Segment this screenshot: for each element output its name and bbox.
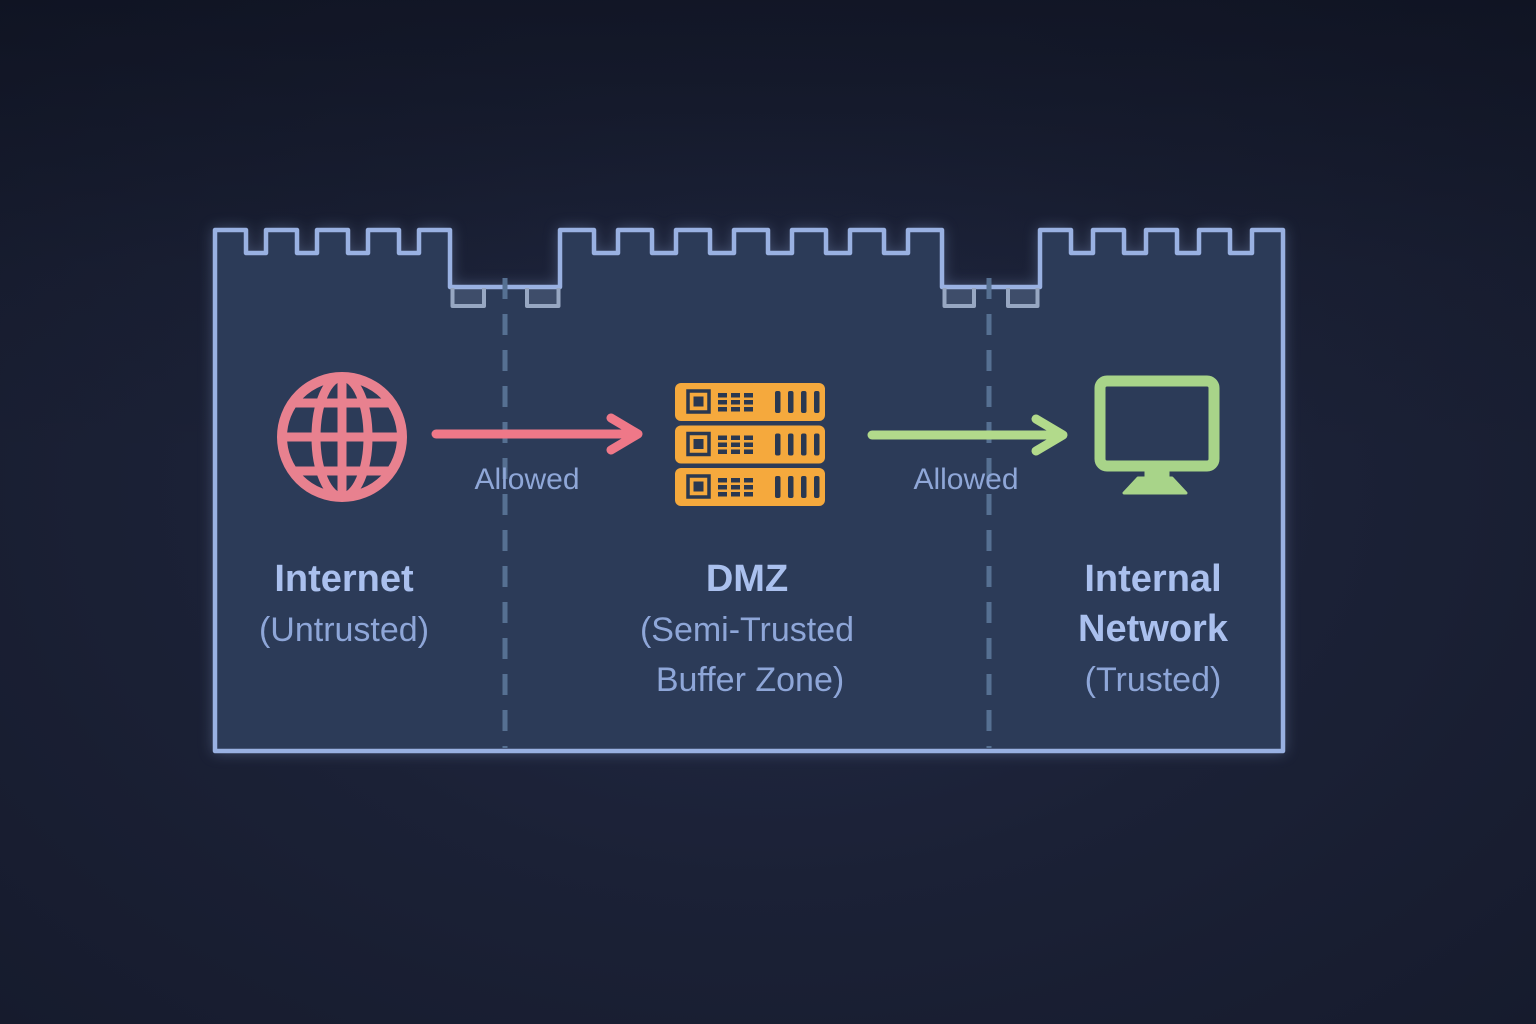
allowed-label-inbound: Allowed (474, 463, 579, 496)
allowed-label-outbound: Allowed (913, 463, 1018, 496)
allowed-arrow-inbound (431, 413, 643, 455)
server-stack-icon (675, 383, 825, 506)
zone2-subtitle-line2: Buffer Zone) (656, 661, 844, 699)
server-unit (675, 468, 825, 506)
zone3-subtitle: (Trusted) (1085, 661, 1222, 699)
inner-battlement (1006, 288, 1040, 308)
zone2-subtitle-line1: (Semi-Trusted (640, 611, 854, 649)
server-unit (675, 425, 825, 464)
zone1-title: Internet (274, 558, 414, 600)
inner-battlement (942, 288, 976, 308)
globe-icon (277, 372, 407, 502)
zone3-title-line2: Network (1078, 608, 1229, 650)
inner-battlement (525, 288, 561, 308)
zone1-subtitle: (Untrusted) (259, 611, 429, 649)
allowed-arrow-outbound (867, 414, 1068, 456)
server-unit (675, 383, 825, 421)
inner-battlement (450, 288, 486, 308)
zone2-title: DMZ (706, 558, 788, 600)
monitor-icon (1094, 375, 1220, 495)
zone3-title-line1: Internal (1084, 558, 1221, 600)
